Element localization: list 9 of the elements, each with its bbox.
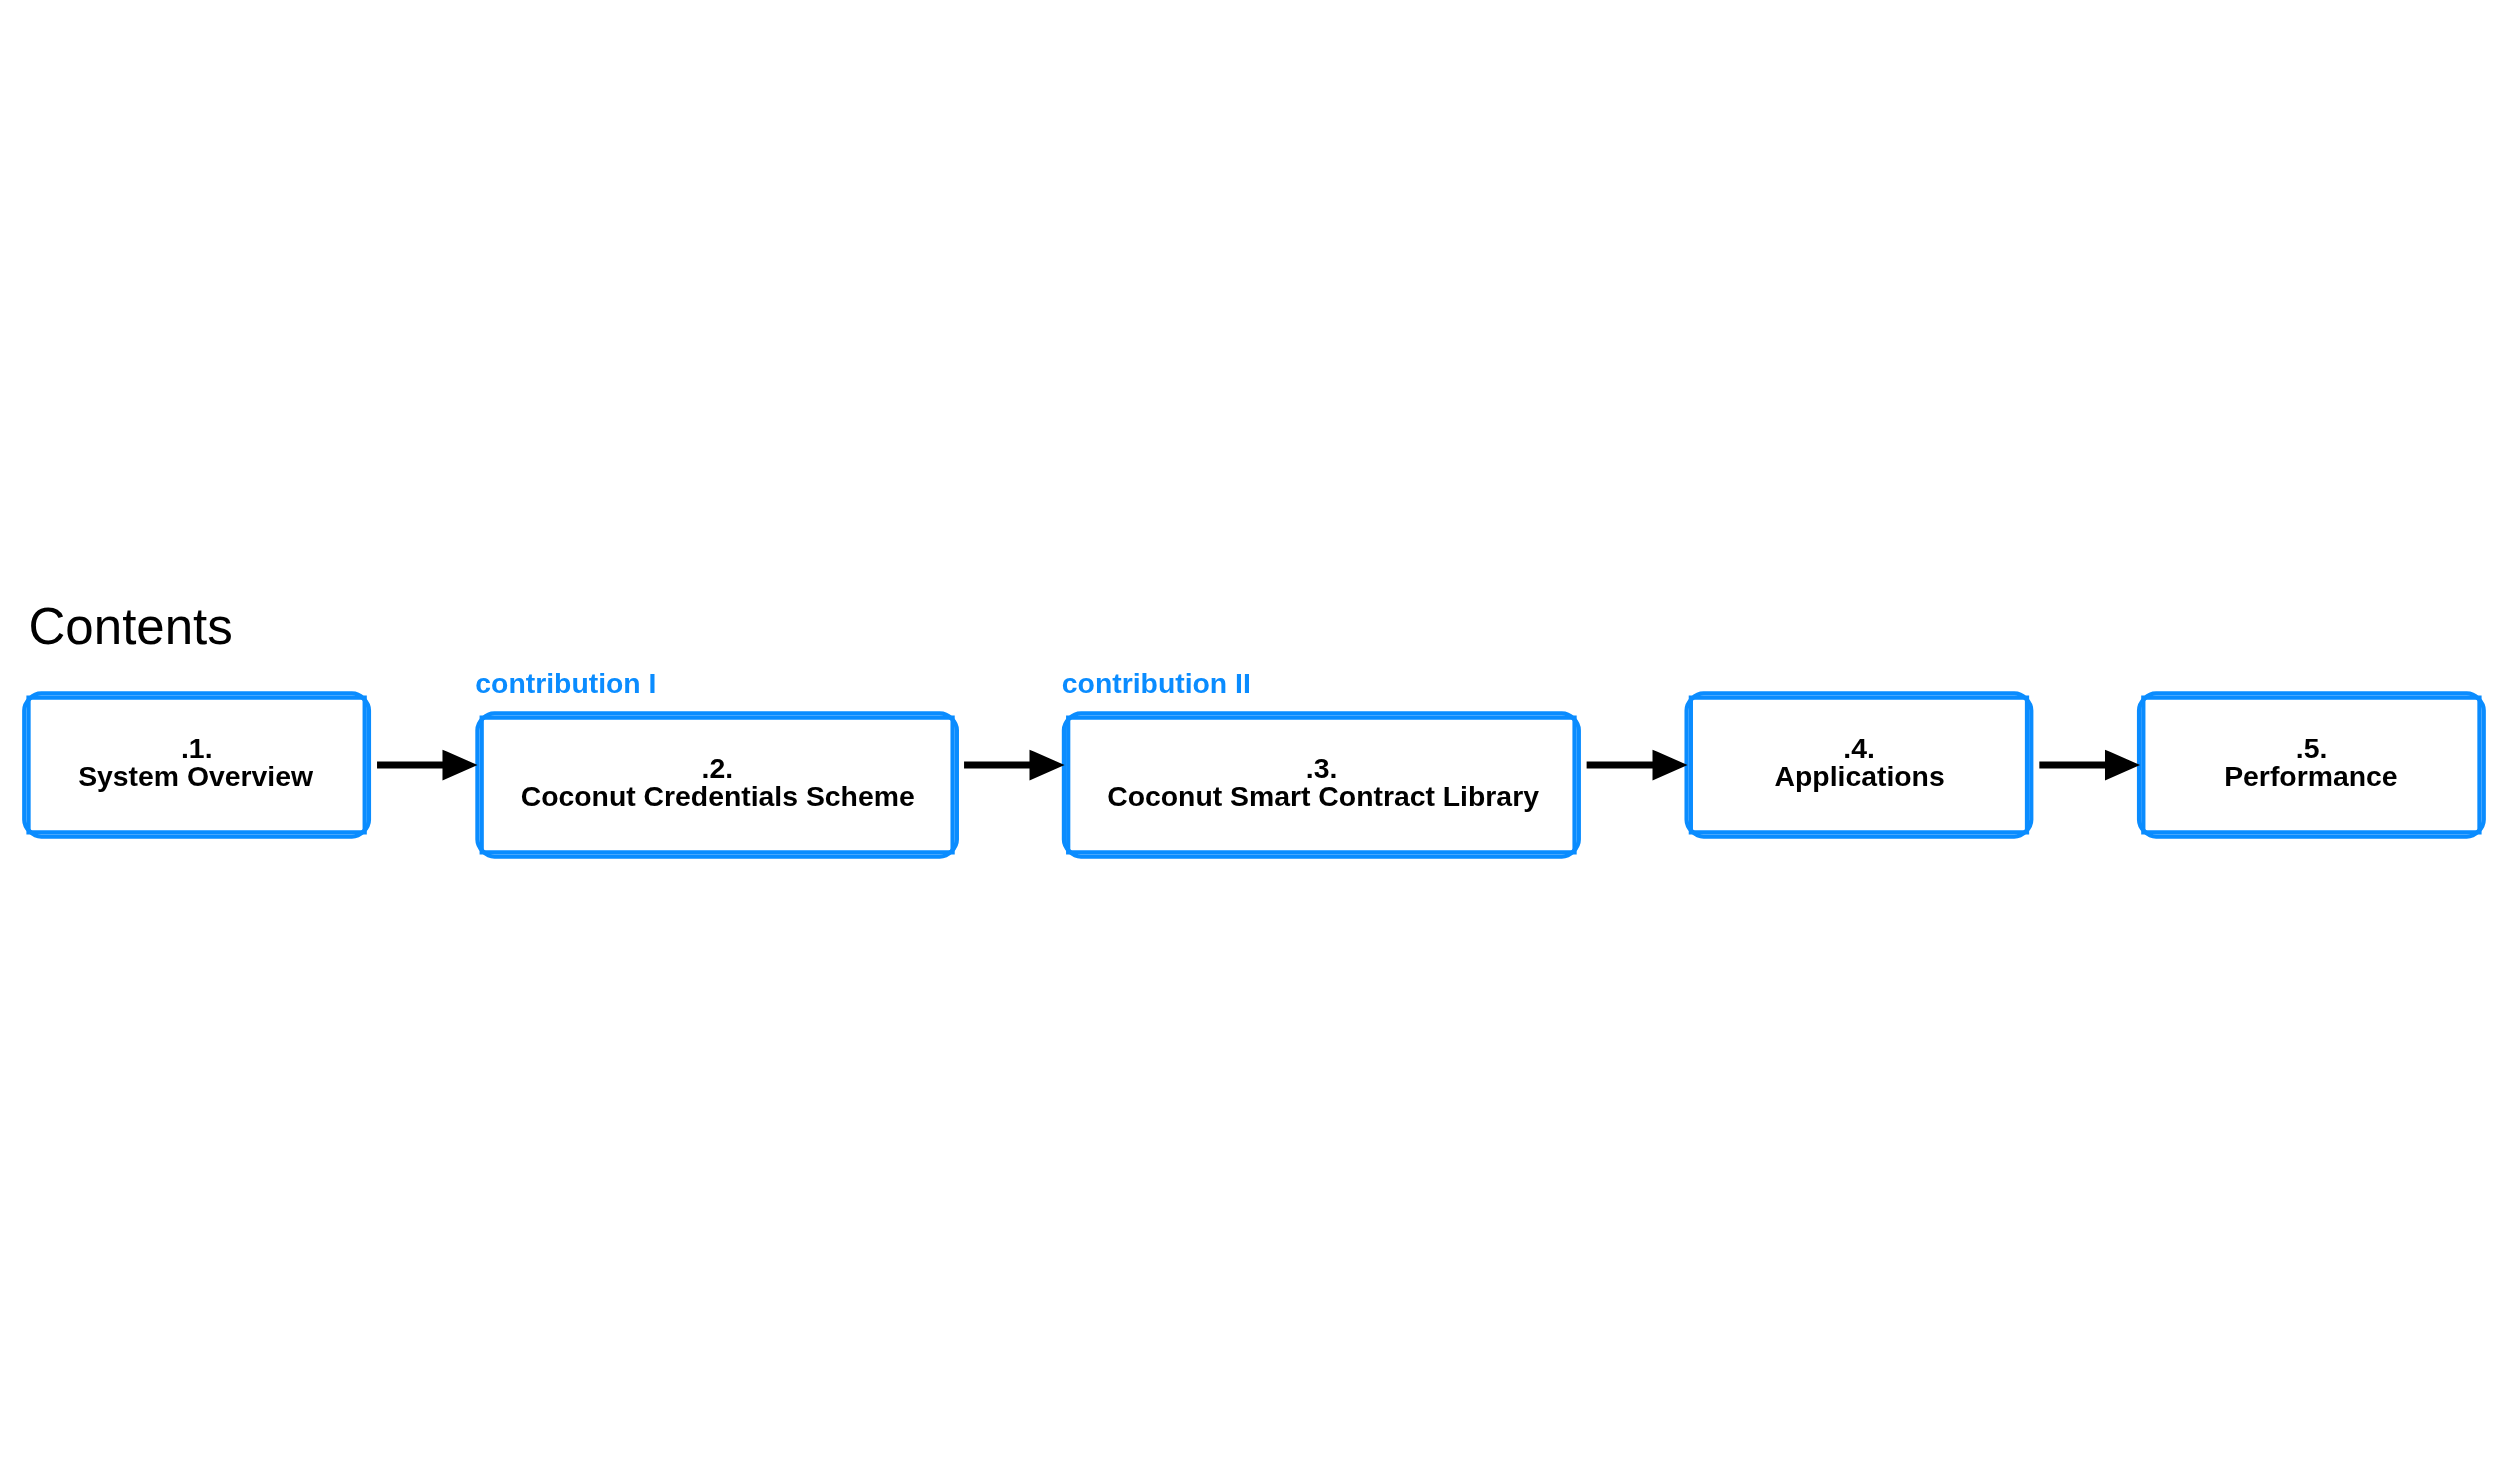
node-box: .2. Coconut Credentials Scheme xyxy=(475,710,959,859)
node-label: contribution II xyxy=(1061,666,1251,699)
node-box: .3. Coconut Smart Contract Library xyxy=(1061,710,1581,859)
arrow xyxy=(1586,749,1688,780)
node-box: .4. Applications xyxy=(1684,690,2034,839)
node-box: .5. Performance xyxy=(2136,690,2486,839)
node-box: .1. System Overview xyxy=(22,690,372,839)
diagram-title: Contents xyxy=(28,597,233,655)
node-label: contribution I xyxy=(475,666,657,699)
